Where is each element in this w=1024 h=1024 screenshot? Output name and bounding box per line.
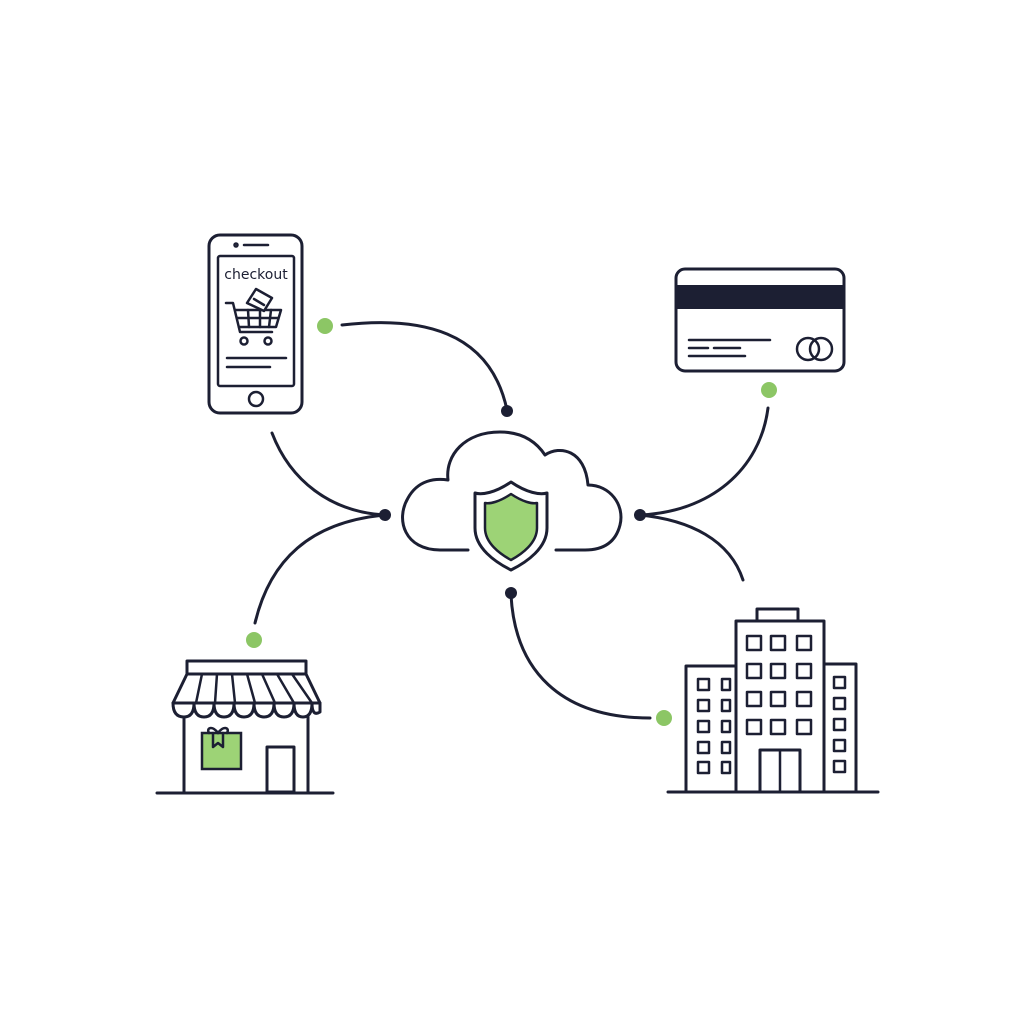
node-green-store bbox=[246, 632, 262, 648]
right-tower-windows bbox=[832, 675, 847, 774]
shopping-cart-icon bbox=[224, 287, 283, 346]
connector-phone-bottom bbox=[270, 431, 387, 517]
node-dark-left bbox=[379, 509, 391, 521]
gift-box-icon bbox=[200, 726, 243, 771]
node-dark-right bbox=[634, 509, 646, 521]
office-building-icon bbox=[666, 607, 880, 794]
cloud-icon bbox=[401, 430, 623, 552]
center-tower-windows bbox=[745, 634, 813, 736]
card-magnetic-stripe bbox=[676, 285, 844, 309]
connector-building-bottom bbox=[509, 593, 652, 720]
node-dark-bottom bbox=[505, 587, 517, 599]
shield-icon bbox=[473, 480, 549, 572]
left-tower-windows bbox=[696, 677, 732, 775]
node-dark-top bbox=[501, 405, 513, 417]
smartphone-icon: checkout bbox=[207, 233, 304, 415]
connector-phone-top bbox=[340, 321, 509, 412]
connector-building-top bbox=[638, 513, 745, 582]
node-green-building bbox=[656, 710, 672, 726]
connector-card bbox=[638, 406, 770, 517]
connector-store bbox=[253, 513, 387, 625]
node-green-card bbox=[761, 382, 777, 398]
credit-card-icon bbox=[674, 267, 846, 373]
storefront-icon bbox=[155, 659, 335, 795]
connectors bbox=[253, 321, 770, 720]
phone-screen-label: checkout bbox=[224, 267, 288, 283]
node-green-phone bbox=[317, 318, 333, 334]
connector-nodes bbox=[246, 318, 777, 726]
